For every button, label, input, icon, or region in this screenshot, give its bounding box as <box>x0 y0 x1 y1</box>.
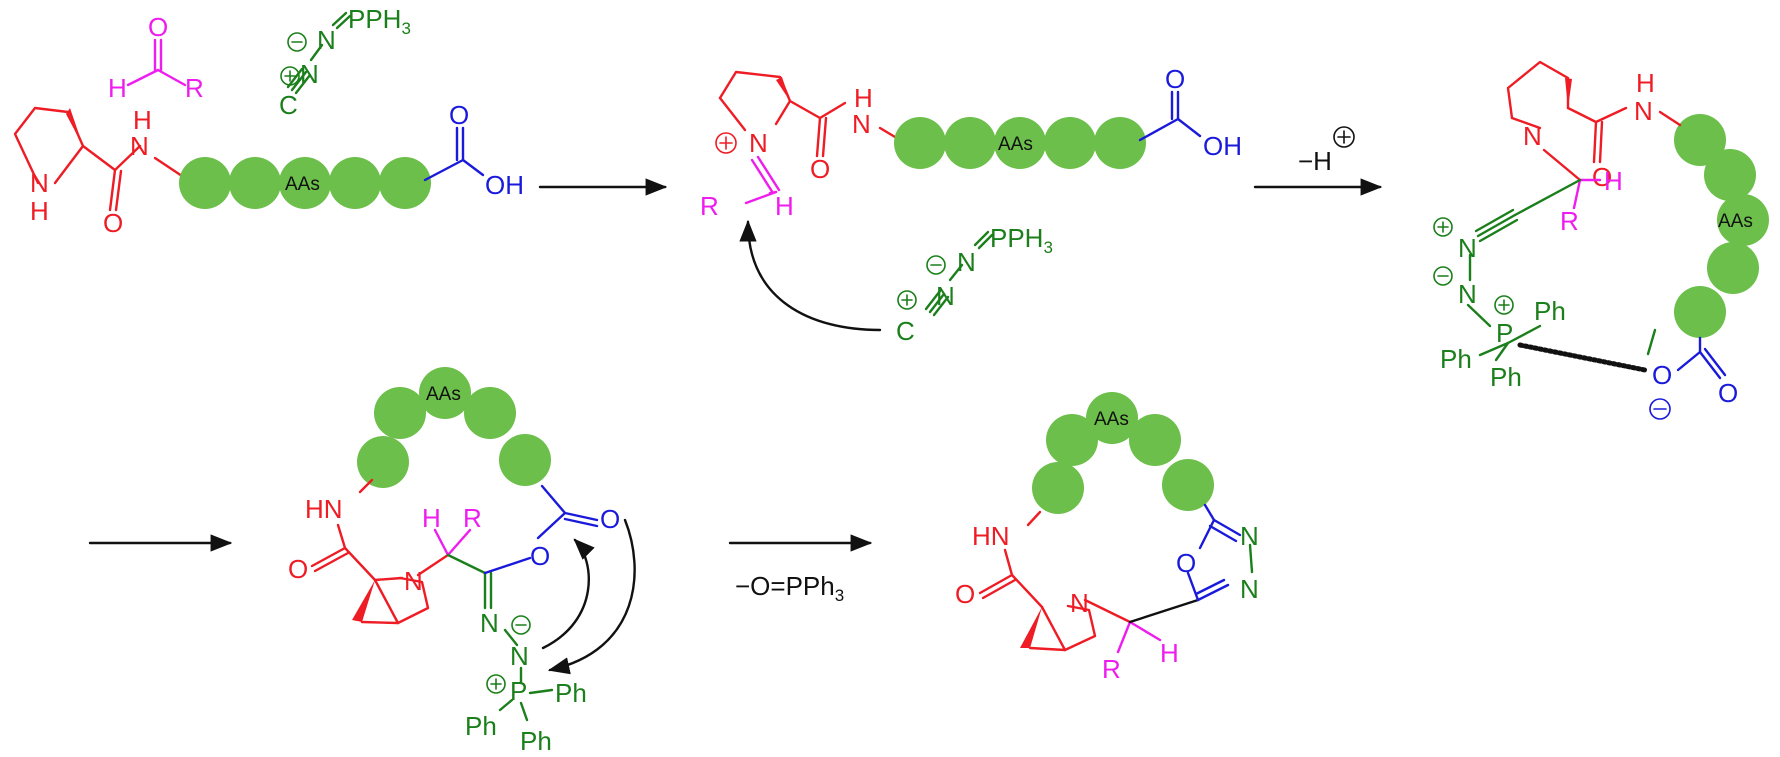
curved-arrow-n-to-c <box>541 538 595 650</box>
imidate-carbonyl-o: O <box>600 504 620 534</box>
carboxylate-o1: O <box>1652 360 1672 390</box>
aas-label: AAs <box>285 174 320 195</box>
amide5-o: O <box>955 579 975 609</box>
ph-2: Ph <box>1440 344 1472 374</box>
ph4-2: Ph <box>465 711 497 741</box>
step5-label: −O=PPh3 <box>735 571 844 605</box>
aldehyde-r: R <box>185 73 204 103</box>
ring-nh-n: N <box>30 168 49 198</box>
oxadiazole-o: O <box>1176 548 1196 578</box>
ph-3: Ph <box>1490 362 1522 392</box>
nitrilium-h: H <box>1604 166 1623 196</box>
amide3-n: N <box>1634 96 1653 126</box>
iminium-r: R <box>700 191 719 221</box>
nitrilium-n2: N <box>1458 279 1477 309</box>
ph4-1: Ph <box>555 678 587 708</box>
reagent-c: C <box>279 90 298 120</box>
product-r: R <box>1102 654 1121 684</box>
acid-o: O <box>449 100 469 130</box>
oxadiazole-n1: N <box>1240 521 1259 551</box>
curved-arrow-o-to-p <box>547 518 636 675</box>
acid2-oh: OH <box>1203 131 1242 161</box>
ring5-n: N <box>1070 588 1089 618</box>
imidate-o: O <box>530 541 550 571</box>
reagent-n1: N <box>300 59 319 89</box>
reagent2-n1: N <box>936 281 955 311</box>
reagent2-n2: N <box>957 247 976 277</box>
reagent2-c: C <box>896 316 915 346</box>
reagent2-pph3: PPH3 <box>990 223 1053 257</box>
ring4-n: N <box>404 566 423 596</box>
imidate-n1: N <box>480 608 499 638</box>
ph-1: Ph <box>1534 296 1566 326</box>
nitrilium-r: R <box>1560 206 1579 236</box>
iminium-intermediate: N N H O R H AAs O OH <box>700 64 1242 221</box>
curved-arrow-attack <box>739 219 882 332</box>
amide3-o: O <box>1592 162 1612 192</box>
proline-peptide-acid: N H N H O AAs O OH <box>13 100 524 238</box>
acid-oh: OH <box>485 170 524 200</box>
reagent-n2: N <box>317 25 336 55</box>
isocyanide-reagent-attack: PPH3 N N C <box>896 223 1053 346</box>
amide2-n: N <box>852 109 871 139</box>
aas-label-4: AAs <box>426 384 461 405</box>
reagent-pph3: PPH3 <box>348 4 411 38</box>
peptide-beads <box>179 157 431 209</box>
aldehyde-o: O <box>148 12 168 42</box>
phosphonium4-p: P <box>510 676 527 706</box>
aas-label-3: AAs <box>1718 211 1753 232</box>
acid2-o: O <box>1165 64 1185 94</box>
carboxylate-o2: O <box>1718 378 1738 408</box>
imidate-n2: N <box>510 641 529 671</box>
aas-label-2: AAs <box>998 134 1033 155</box>
amide-o: O <box>103 208 123 238</box>
peptide-beads-5 <box>1032 392 1214 514</box>
aldehyde-h: H <box>108 73 127 103</box>
ring-nh-h: H <box>30 196 49 226</box>
imidate-h: H <box>422 503 441 533</box>
reaction-arrow-2: −H <box>1253 126 1383 196</box>
imidate-r: R <box>463 503 482 533</box>
iminium-n: N <box>749 128 768 158</box>
nitrilium-n1: N <box>1458 233 1477 263</box>
product-h: H <box>1160 638 1179 668</box>
amide-h: H <box>133 105 152 135</box>
iminium-h: H <box>775 191 794 221</box>
oxadiazole-product: AAs HN O N R H O N N <box>955 392 1259 684</box>
reaction-arrow-4: −O=PPh3 <box>728 534 873 605</box>
aldehyde: O H R <box>108 12 204 103</box>
amide3-h: H <box>1636 68 1655 98</box>
peptide-beads-4 <box>357 367 551 488</box>
isocyanide-reagent-top: PPH3 N N C <box>279 4 411 120</box>
phosphonium-p: P <box>1496 318 1513 348</box>
amide-n: N <box>130 131 149 161</box>
nitrilium-intermediate: N N H O H R N N P Ph Ph Ph <box>1433 60 1769 420</box>
ring3-n: N <box>1523 121 1542 151</box>
amide2-o: O <box>810 154 830 184</box>
peptide-beads-2 <box>894 117 1146 169</box>
amide4-o: O <box>288 554 308 584</box>
amide2-h: H <box>854 83 873 113</box>
oxadiazole-n2: N <box>1240 574 1259 604</box>
amide4-hn: HN <box>305 494 343 524</box>
amide5-hn: HN <box>972 521 1010 551</box>
peptide-beads-3 <box>1674 114 1769 338</box>
ph4-3: Ph <box>520 726 552 756</box>
imidate-intermediate: AAs HN O N H R O <box>288 367 636 756</box>
step2-label: −H <box>1298 146 1332 176</box>
aas-label-5: AAs <box>1094 409 1129 430</box>
